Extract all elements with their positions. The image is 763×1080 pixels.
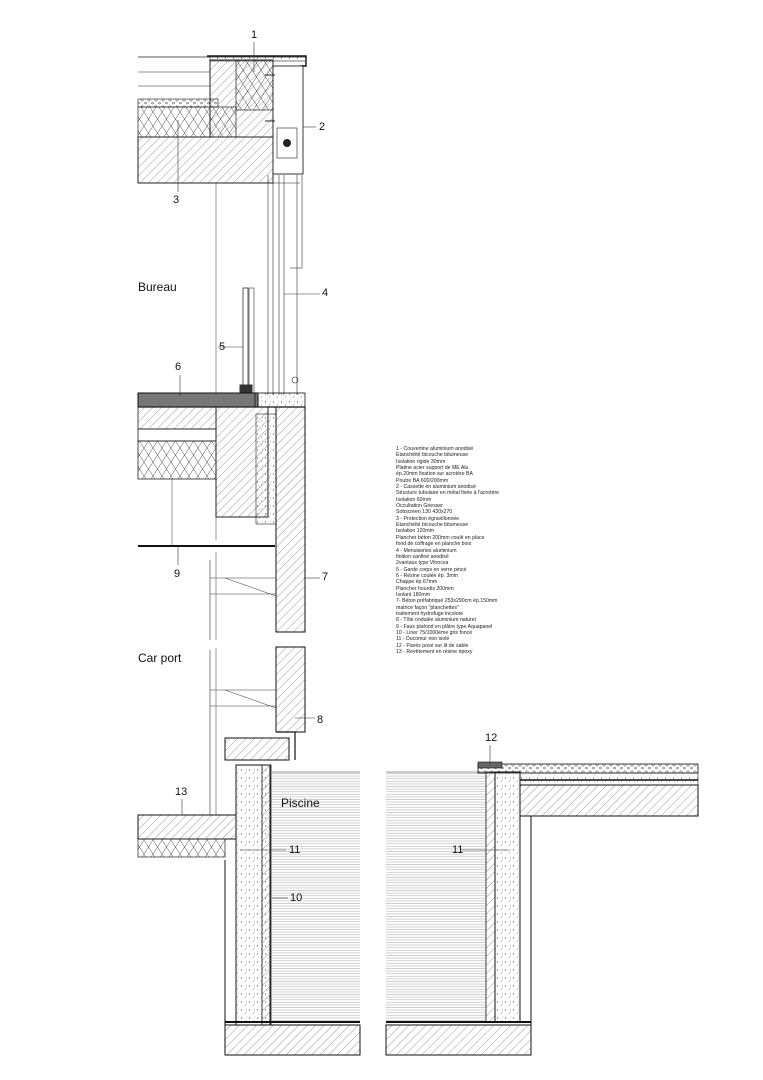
legend-line: 7- Béton préfabriqué 253x290cm ép.150mm — [396, 598, 498, 605]
legend-line: Etanchéité bicouche bitumeuse — [396, 452, 469, 459]
callout-8: 8 — [317, 714, 324, 726]
legend-line: 6 - Résine coulée ép. 3mm — [396, 572, 458, 579]
legend-line: Occultation Griesser — [396, 503, 443, 510]
legend-line: Plancher béton 200mm coulé en place — [396, 534, 485, 541]
callout-13: 13 — [175, 786, 188, 798]
callout-10: 10 — [290, 892, 303, 904]
room-label-piscine: Piscine — [281, 796, 320, 810]
legend-line: 4 - Menuiseries aluminium — [396, 547, 457, 554]
legend-line: Poutre BA 600/200mm — [396, 477, 449, 484]
legend-line: ép.20mm fixation sur acrotère BA — [396, 471, 473, 478]
legend-line: 2 - Cassette en aluminium anodisé — [396, 484, 476, 491]
legend-line: matrice façon "planchettes" — [396, 604, 459, 611]
callout-5: 5 — [219, 341, 226, 353]
legend-line: Sobscreen 130 430x270 — [396, 509, 453, 516]
legend-line: 3 - Protection égravillonnée — [396, 515, 460, 522]
legend-line: Structure tubulaire en métal fixée à l'a… — [396, 490, 500, 497]
callout-7: 7 — [322, 571, 329, 583]
callout-6: 6 — [175, 361, 182, 373]
callout-4: 4 — [322, 287, 329, 299]
legend-line: 9 - Faux plafond en plâtre type Aquapane… — [396, 623, 493, 630]
legend-line: finition sanfiné anodisé — [396, 553, 449, 560]
legend-line: Isolation 120mm — [396, 528, 435, 535]
legend-line: Isolation 60mm — [396, 496, 432, 503]
leader-lines — [177, 42, 510, 899]
callout-9: 9 — [174, 568, 181, 580]
room-label-car-port: Car port — [138, 651, 182, 665]
legend-line: 8 - Tôle ondulée aluminium naturel — [396, 617, 476, 624]
legend-line: 5 - Garde corps en verre pincé — [396, 566, 467, 573]
legend-line: 1 - Couvertine aluminium anodisé — [396, 446, 474, 452]
callout-2: 2 — [319, 121, 326, 133]
pool-right — [385, 761, 699, 1056]
legend-line: Isolation rigide 30mm — [396, 458, 446, 465]
legend-line: Platine acier support de ME Alu — [396, 465, 469, 472]
legend-line: Plancher hourdis 200mm — [396, 585, 454, 592]
legend-line: Etanchéité bicouche bitumeuse — [396, 522, 469, 529]
pool-left — [137, 764, 361, 1056]
precast-wall — [209, 406, 306, 815]
legend-line: 12 - Pavés posé sur lit de sable — [396, 642, 469, 649]
legend-line: Isolant 180mm — [396, 591, 431, 598]
callout-12: 12 — [485, 732, 498, 744]
callout-1: 1 — [251, 29, 258, 41]
room-label-bureau: Bureau — [138, 280, 177, 294]
legend-line: 13 - Revêtement en résine époxy — [396, 649, 473, 655]
callout-3: 3 — [173, 194, 180, 206]
roof-section — [137, 55, 307, 184]
legend-line: fond de coffrage en planche bois — [396, 541, 472, 548]
callout-11-left: 11 — [289, 844, 301, 856]
facade-lines — [215, 175, 303, 540]
legend-line: 10 - Liner 75/1000ème gris foncé — [396, 629, 473, 636]
legend-line: 11 - Ducomur non isolé — [396, 636, 450, 643]
legend-line: Chappe ép.67mm — [396, 579, 438, 586]
legend-line: traitement hydrofuge incolore — [396, 610, 464, 617]
legend-line: 2vantaux type Vitrocsa — [396, 560, 449, 567]
callout-11-right: 11 — [452, 844, 464, 856]
